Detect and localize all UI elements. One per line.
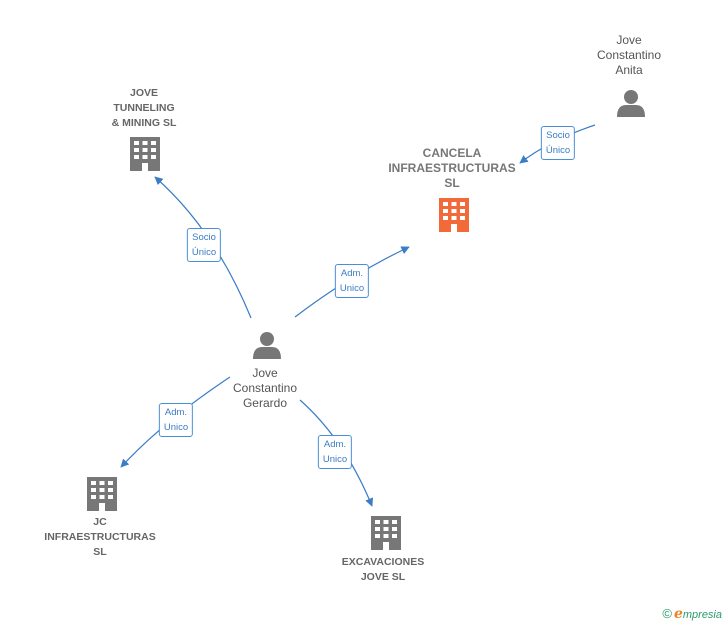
node-label-excavaciones[interactable]: EXCAVACIONES JOVE SL [342,555,424,585]
node-label-line: CANCELA [422,146,482,160]
edge-label-gerardo-jc[interactable]: Adm. Unico [158,403,194,437]
node-label-line: Constantino [232,381,298,395]
edge-label-line: Unico [163,422,189,433]
node-label-anita[interactable]: Jove Constantino Anita [597,33,661,78]
building-icon[interactable] [130,137,160,171]
node-label-line: Jove [252,366,278,380]
edge-label-gerardo-excavaciones[interactable]: Adm. Unico [317,435,353,469]
edge-label-line: Adm. [323,439,347,450]
brand-initial: e [673,606,683,622]
node-label-line: & MINING SL [111,117,177,129]
edge-label-line: Socio [192,232,216,243]
copyright-icon: © [662,606,672,621]
edge-label-line: Unico [339,283,365,294]
edge-label-gerardo-tunneling[interactable]: Socio Único [186,228,222,262]
node-label-line: Constantino [596,48,662,62]
node-label-line: JOVE [129,87,158,99]
edge-label-line: Unico [322,454,348,465]
person-icon[interactable] [253,332,281,359]
edge-label-line: Socio [546,130,570,141]
node-label-line: JOVE SL [360,571,406,583]
node-label-line: Anita [615,63,643,77]
node-label-line: JC [93,516,107,528]
node-label-cancela[interactable]: CANCELA INFRAESTRUCTURAS SL [388,146,515,191]
node-label-line: SL [444,176,460,190]
node-label-line: Jove [616,33,642,47]
building-icon-focus[interactable] [439,198,469,232]
node-label-line: TUNNELING [113,102,175,114]
edge-label-line: Adm. [164,407,188,418]
edge-label-line: Único [545,145,571,156]
node-label-line: INFRAESTRUCTURAS [388,161,516,175]
person-icon[interactable] [617,90,645,117]
node-label-jove-tunneling[interactable]: JOVE TUNNELING & MINING SL [112,86,177,131]
node-label-line: INFRAESTRUCTURAS [44,531,156,543]
building-icon[interactable] [87,477,117,511]
brand-name: mpresia [682,609,722,621]
node-label-line: EXCAVACIONES [341,556,425,568]
edge-label-gerardo-cancela[interactable]: Adm. Unico [334,264,370,298]
node-label-line: SL [93,546,107,558]
node-label-jc-infra[interactable]: JC INFRAESTRUCTURAS SL [44,515,155,560]
node-label-line: Gerardo [242,396,288,410]
node-label-gerardo[interactable]: Jove Constantino Gerardo [233,366,297,411]
edge-label-line: Único [191,247,217,258]
edge-label-line: Adm. [340,268,364,279]
building-icon[interactable] [371,516,401,550]
brand-watermark: ©empresia [662,606,722,622]
edge-label-anita-cancela[interactable]: Socio Único [540,126,576,160]
